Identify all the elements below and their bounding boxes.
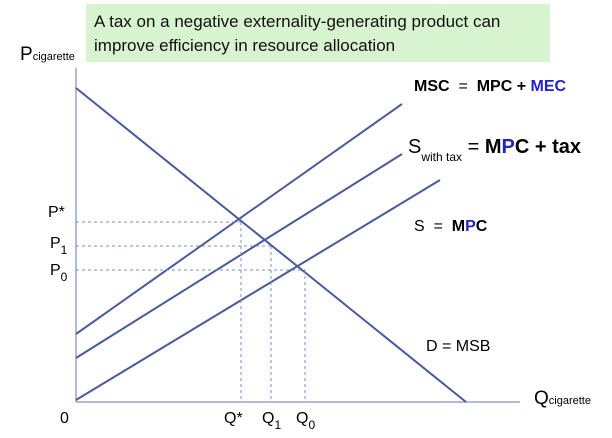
s-with-tax-label-c-tax: C + tax xyxy=(514,136,582,158)
y-axis-label-main: P xyxy=(20,44,33,65)
caption-line-2: improve efficiency in resource allocatio… xyxy=(94,36,396,55)
caption-box: A tax on a negative externality-generati… xyxy=(86,4,550,62)
y-axis-label: Pcigarette xyxy=(20,44,75,66)
msc-label: MSC = MPC + MEC xyxy=(414,78,566,96)
q0-label-sub: 0 xyxy=(308,418,316,432)
s-mpc-label-p: P xyxy=(465,218,476,235)
q1-label-main: Q xyxy=(262,410,275,427)
p0-label-sub: 0 xyxy=(60,270,68,284)
p-star-label: P* xyxy=(48,204,65,221)
s-mpc-curve xyxy=(75,179,441,401)
p1-label-sub: 1 xyxy=(60,243,68,257)
msc-label-lhs: MSC xyxy=(414,78,450,95)
s-with-tax-label-eq: = xyxy=(467,136,480,158)
s-with-tax-label: Swith tax = MPC + tax xyxy=(408,136,582,164)
s-mpc-label: S = MPC xyxy=(414,218,487,236)
demand-msb-label: D = MSB xyxy=(426,338,491,355)
p0-label-main: P xyxy=(50,262,61,279)
msc-label-plus: + xyxy=(516,78,527,95)
p1-label: P1 xyxy=(50,235,67,257)
msc-label-mec: MEC xyxy=(530,78,567,95)
x-axis-label-main: Q xyxy=(534,388,549,409)
q1-label-sub: 1 xyxy=(274,418,282,432)
s-mpc-label-lhs: S xyxy=(414,218,425,235)
s-with-tax-label-sub: with tax xyxy=(421,150,463,164)
p0-label: P0 xyxy=(50,262,67,284)
origin-label: 0 xyxy=(60,410,69,427)
s-mpc-label-m: M xyxy=(451,218,466,235)
s-mpc-label-eq: = xyxy=(433,218,443,235)
caption-line-1: A tax on a negative externality-generati… xyxy=(94,12,501,31)
x-axis-label-sub: cigarette xyxy=(548,395,591,407)
y-axis-label-sub: cigarette xyxy=(32,51,75,63)
q1-label: Q1 xyxy=(262,410,281,432)
demand-msb-curve xyxy=(75,87,467,403)
p1-label-main: P xyxy=(50,235,61,252)
s-with-tax-label-s: S xyxy=(408,136,422,158)
s-with-tax-label-m: M xyxy=(484,136,502,158)
q-star-label: Q* xyxy=(224,410,243,427)
s-with-tax-curve xyxy=(75,153,403,359)
s-mpc-label-c: C xyxy=(475,218,488,235)
q0-label-main: Q xyxy=(296,410,309,427)
q0-label: Q0 xyxy=(296,410,315,432)
msc-label-eq: = xyxy=(458,78,468,95)
msc-label-mpc: MPC xyxy=(476,78,513,95)
s-with-tax-label-p: P xyxy=(501,136,515,158)
x-axis-label: Qcigarette xyxy=(534,388,591,410)
